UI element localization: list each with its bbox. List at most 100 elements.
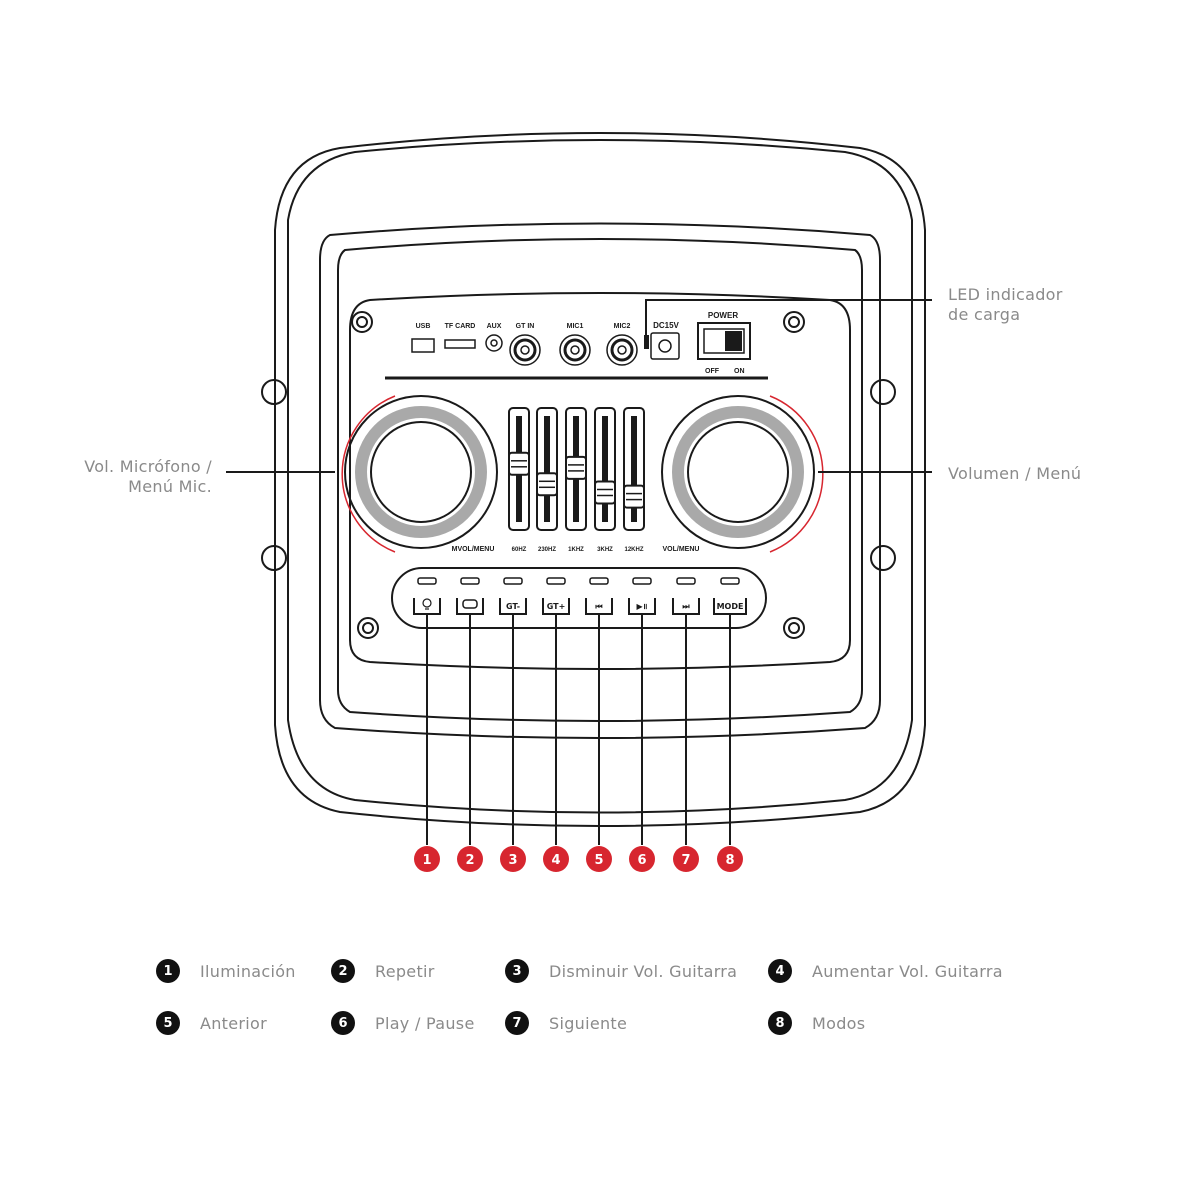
eq-slider-1[interactable] (508, 407, 530, 531)
volume-callout: Volumen / Menú (948, 464, 1081, 484)
port-3: AUX (485, 323, 503, 352)
legend-number-badge: 4 (768, 959, 792, 983)
mic-knob-label: MVOL/MENU (452, 546, 495, 553)
port-1: USB (411, 323, 435, 353)
mode-button[interactable]: MODE (713, 598, 747, 615)
port-5: MIC1 (559, 323, 591, 366)
legend-number-badge: 1 (156, 959, 180, 983)
marker-number: 1 (422, 853, 431, 868)
port-4: GT IN (509, 323, 541, 366)
mic-jack-icon (606, 334, 638, 366)
power-switch[interactable]: POWER OFF ON (697, 311, 751, 375)
eq-slider-knob[interactable] (623, 484, 645, 509)
callout-line: LED indicador (948, 285, 1063, 304)
play-pause-button[interactable]: ▶॥ (628, 598, 656, 615)
gt-minus-button[interactable]: GT- (499, 598, 527, 615)
mounting-holes (261, 379, 896, 571)
port-label: TF CARD (445, 323, 476, 330)
legend-number-badge: 7 (505, 1011, 529, 1035)
mode-label: MODE (717, 602, 744, 611)
port-label: MIC2 (614, 323, 631, 330)
mic-volume-callout: Vol. Micrófono / Menú Mic. (84, 457, 212, 497)
led-callout: LED indicador de carga (948, 285, 1063, 325)
marker-4: 4 (543, 846, 569, 872)
indicator-led (720, 577, 740, 585)
port-label: MIC1 (567, 323, 584, 330)
marker-8: 8 (717, 846, 743, 872)
previous-button[interactable]: ⏮ (585, 598, 613, 615)
legend-number-badge: 8 (768, 1011, 792, 1035)
legend-text: Play / Pause (375, 1013, 475, 1033)
next-button[interactable]: ⏭ (672, 598, 700, 615)
callout-line: de carga (948, 305, 1021, 324)
eq-label: 3KHZ (597, 547, 613, 553)
legend-item: 8 Modos (768, 1011, 865, 1035)
on-label: ON (734, 368, 745, 375)
eq-label: 60HZ (512, 547, 527, 553)
marker-number: 5 (594, 853, 603, 868)
eq-slider-knob[interactable] (508, 451, 530, 476)
indicator-led (632, 577, 652, 585)
screw-icon (357, 617, 379, 639)
port-row: USB TF CARD AUX GT IN MIC1 MIC2 (411, 323, 638, 366)
screw-icon (783, 617, 805, 639)
volume-knob[interactable] (661, 395, 824, 553)
dc-jack-icon (650, 332, 680, 360)
marker-number: 2 (465, 853, 474, 868)
port-6: MIC2 (606, 323, 638, 366)
guitar-jack-icon (509, 334, 541, 366)
port-label: USB (416, 323, 431, 330)
tf-card-slot-icon (444, 339, 476, 349)
mic-volume-knob[interactable] (341, 395, 498, 553)
eq-slider-knob[interactable] (565, 455, 587, 480)
mount-hole (261, 379, 287, 405)
screw-icon (351, 311, 373, 333)
volume-knob-red-arc (769, 395, 824, 553)
gt-plus-label: GT+ (547, 602, 566, 611)
legend-number-badge: 2 (331, 959, 355, 983)
marker-number: 7 (681, 853, 690, 868)
eq-slider-3[interactable] (565, 407, 587, 531)
marker-2: 2 (457, 846, 483, 872)
indicator-led (546, 577, 566, 585)
speaker-inner-frame (319, 222, 881, 739)
marker-3: 3 (500, 846, 526, 872)
light-button[interactable] (413, 598, 441, 615)
mount-hole (870, 545, 896, 571)
panel-screws (351, 311, 805, 639)
eq-slider-knob[interactable] (536, 472, 558, 497)
legend-text: Modos (812, 1013, 866, 1033)
eq-slider-4[interactable] (594, 407, 616, 531)
legend-item: 2 Repetir (331, 959, 435, 983)
indicator-led (676, 577, 696, 585)
eq-slider-2[interactable] (536, 407, 558, 531)
legend-text: Anterior (200, 1013, 267, 1033)
port-label: GT IN (516, 323, 535, 330)
callout-line: Menú Mic. (128, 477, 212, 496)
dc-label: DC15V (653, 321, 679, 330)
callout-line: Volumen / Menú (948, 464, 1082, 483)
previous-icon: ⏮ (595, 602, 602, 611)
speaker-outer-housing (287, 139, 913, 814)
play-pause-icon: ▶॥ (637, 602, 648, 611)
gt-plus-button[interactable]: GT+ (542, 598, 570, 615)
legend-number-badge: 3 (505, 959, 529, 983)
gt-minus-label: GT- (506, 602, 520, 611)
eq-slider-5[interactable] (623, 407, 645, 531)
led-leader-line (645, 299, 932, 335)
control-panel (349, 292, 851, 670)
speaker-outer-flange (274, 132, 926, 827)
mount-hole (870, 379, 896, 405)
eq-slider-knob[interactable] (594, 480, 616, 505)
repeat-button[interactable] (456, 598, 484, 615)
speaker-inner-frame-2 (337, 238, 863, 722)
port-2: TF CARD (444, 323, 476, 349)
next-icon: ⏭ (682, 602, 690, 611)
marker-5: 5 (586, 846, 612, 872)
legend-text: Repetir (375, 961, 435, 981)
repeat-icon (462, 599, 478, 609)
